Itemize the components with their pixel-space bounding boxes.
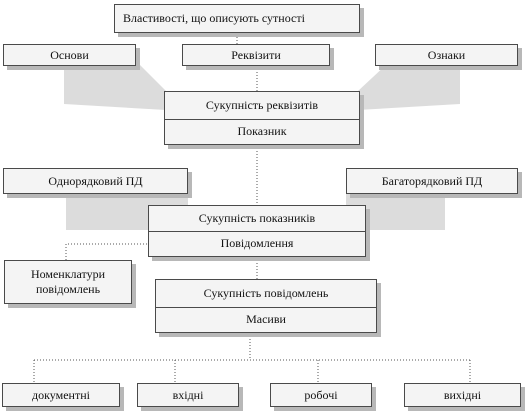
box-osnovy: Основи — [3, 44, 136, 66]
box-bagatoryadkovyi: Багаторядковий ПД — [346, 168, 518, 194]
box-dokumentni: документні — [2, 383, 120, 407]
label-bagatoryadkovyi: Багаторядковий ПД — [381, 173, 483, 188]
box-roboch: робочі — [270, 383, 372, 407]
label-top: Властивості, що описують сутності — [123, 11, 305, 25]
label-sukupnist-pokaznykiv: Сукупність показників — [198, 211, 316, 225]
box-sukupnist-rekvizytiv: Сукупність реквізитів Показник — [164, 91, 360, 145]
label-pokaznyk: Показник — [237, 124, 287, 138]
label-nomenklatury: Номенклатури повідомлень — [30, 267, 106, 296]
box-nomenklatury: Номенклатури повідомлень — [4, 260, 132, 304]
box-vkhidni: вхідні — [137, 383, 239, 407]
label-oznaky: Ознаки — [427, 47, 466, 62]
label-sukupnist-povidomlen: Сукупність повідомлень — [203, 286, 329, 300]
box-vykhidni: вихідні — [404, 383, 521, 407]
separator — [156, 307, 376, 308]
label-osnovy: Основи — [50, 47, 89, 62]
box-sukupnist-pokaznykiv: Сукупність показників Повідомлення — [148, 205, 366, 257]
label-roboch: робочі — [304, 387, 338, 402]
label-rekvizyty: Реквізити — [231, 47, 281, 62]
label-vkhidni: вхідні — [172, 387, 204, 402]
funnel-oznaky — [358, 63, 460, 110]
label-sukupnist-rekvizytiv: Сукупність реквізитів — [205, 98, 319, 112]
box-odnoryadkovyi: Однорядковий ПД — [3, 168, 188, 194]
funnel-osnovy — [64, 63, 166, 110]
label-masyvy: Масиви — [246, 312, 286, 326]
separator — [165, 119, 359, 120]
label-vykhidni: вихідні — [443, 387, 482, 402]
label-povidomlennya: Повідомлення — [220, 236, 294, 250]
label-dokumentni: документні — [32, 387, 90, 402]
label-odnoryadkovyi: Однорядковий ПД — [48, 173, 143, 188]
box-rekvizyty: Реквізити — [182, 44, 330, 66]
box-sukupnist-povidomlen: Сукупність повідомлень Масиви — [155, 279, 377, 333]
box-oznaky: Ознаки — [375, 44, 518, 66]
box-top: Властивості, що описують сутності — [114, 4, 360, 33]
connector-nomenklatury — [65, 243, 150, 260]
funnel-bagatoryadkovyi — [346, 194, 445, 230]
separator — [149, 231, 365, 232]
